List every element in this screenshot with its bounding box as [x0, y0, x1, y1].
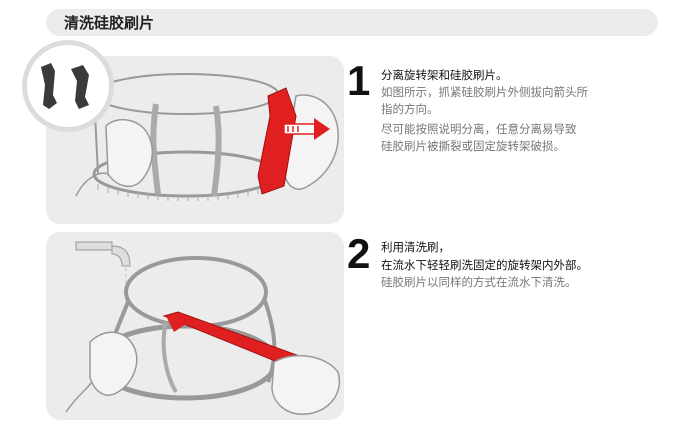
step2-line: 硅胶刷片以同样的方式在流水下清洗。 [381, 275, 577, 289]
step1-title: 分离旋转架和硅胶刷片。 [381, 68, 508, 82]
step1-line: 硅胶刷片被撕裂或固定旋转架破损。 [381, 139, 565, 153]
silicone-blade-icon [41, 63, 89, 109]
section-header-bar [46, 9, 658, 36]
step1-line: 指的方向。 [381, 102, 439, 116]
rotating-frame-illustration [75, 73, 339, 201]
step2-title: 利用清洗刷， [381, 240, 450, 254]
section-title: 清洗硅胶刷片 [64, 14, 155, 32]
cleaning-illustration [65, 241, 341, 415]
step2-title-line2: 在流水下轻轻刷洗固定的旋转架内外部。 [381, 258, 588, 272]
step2-illustration [46, 232, 344, 420]
step1-line: 尽可能按照说明分离，任意分离易导致 [381, 122, 577, 136]
step1-line: 如图所示，抓紧硅胶刷片外侧拔向箭头所 [381, 85, 588, 99]
step1-number: 1 [347, 57, 371, 104]
step2-number: 2 [347, 230, 371, 277]
faucet-icon [75, 241, 131, 312]
blade-inset-circle [22, 40, 114, 132]
arrow-right-icon [283, 118, 330, 140]
